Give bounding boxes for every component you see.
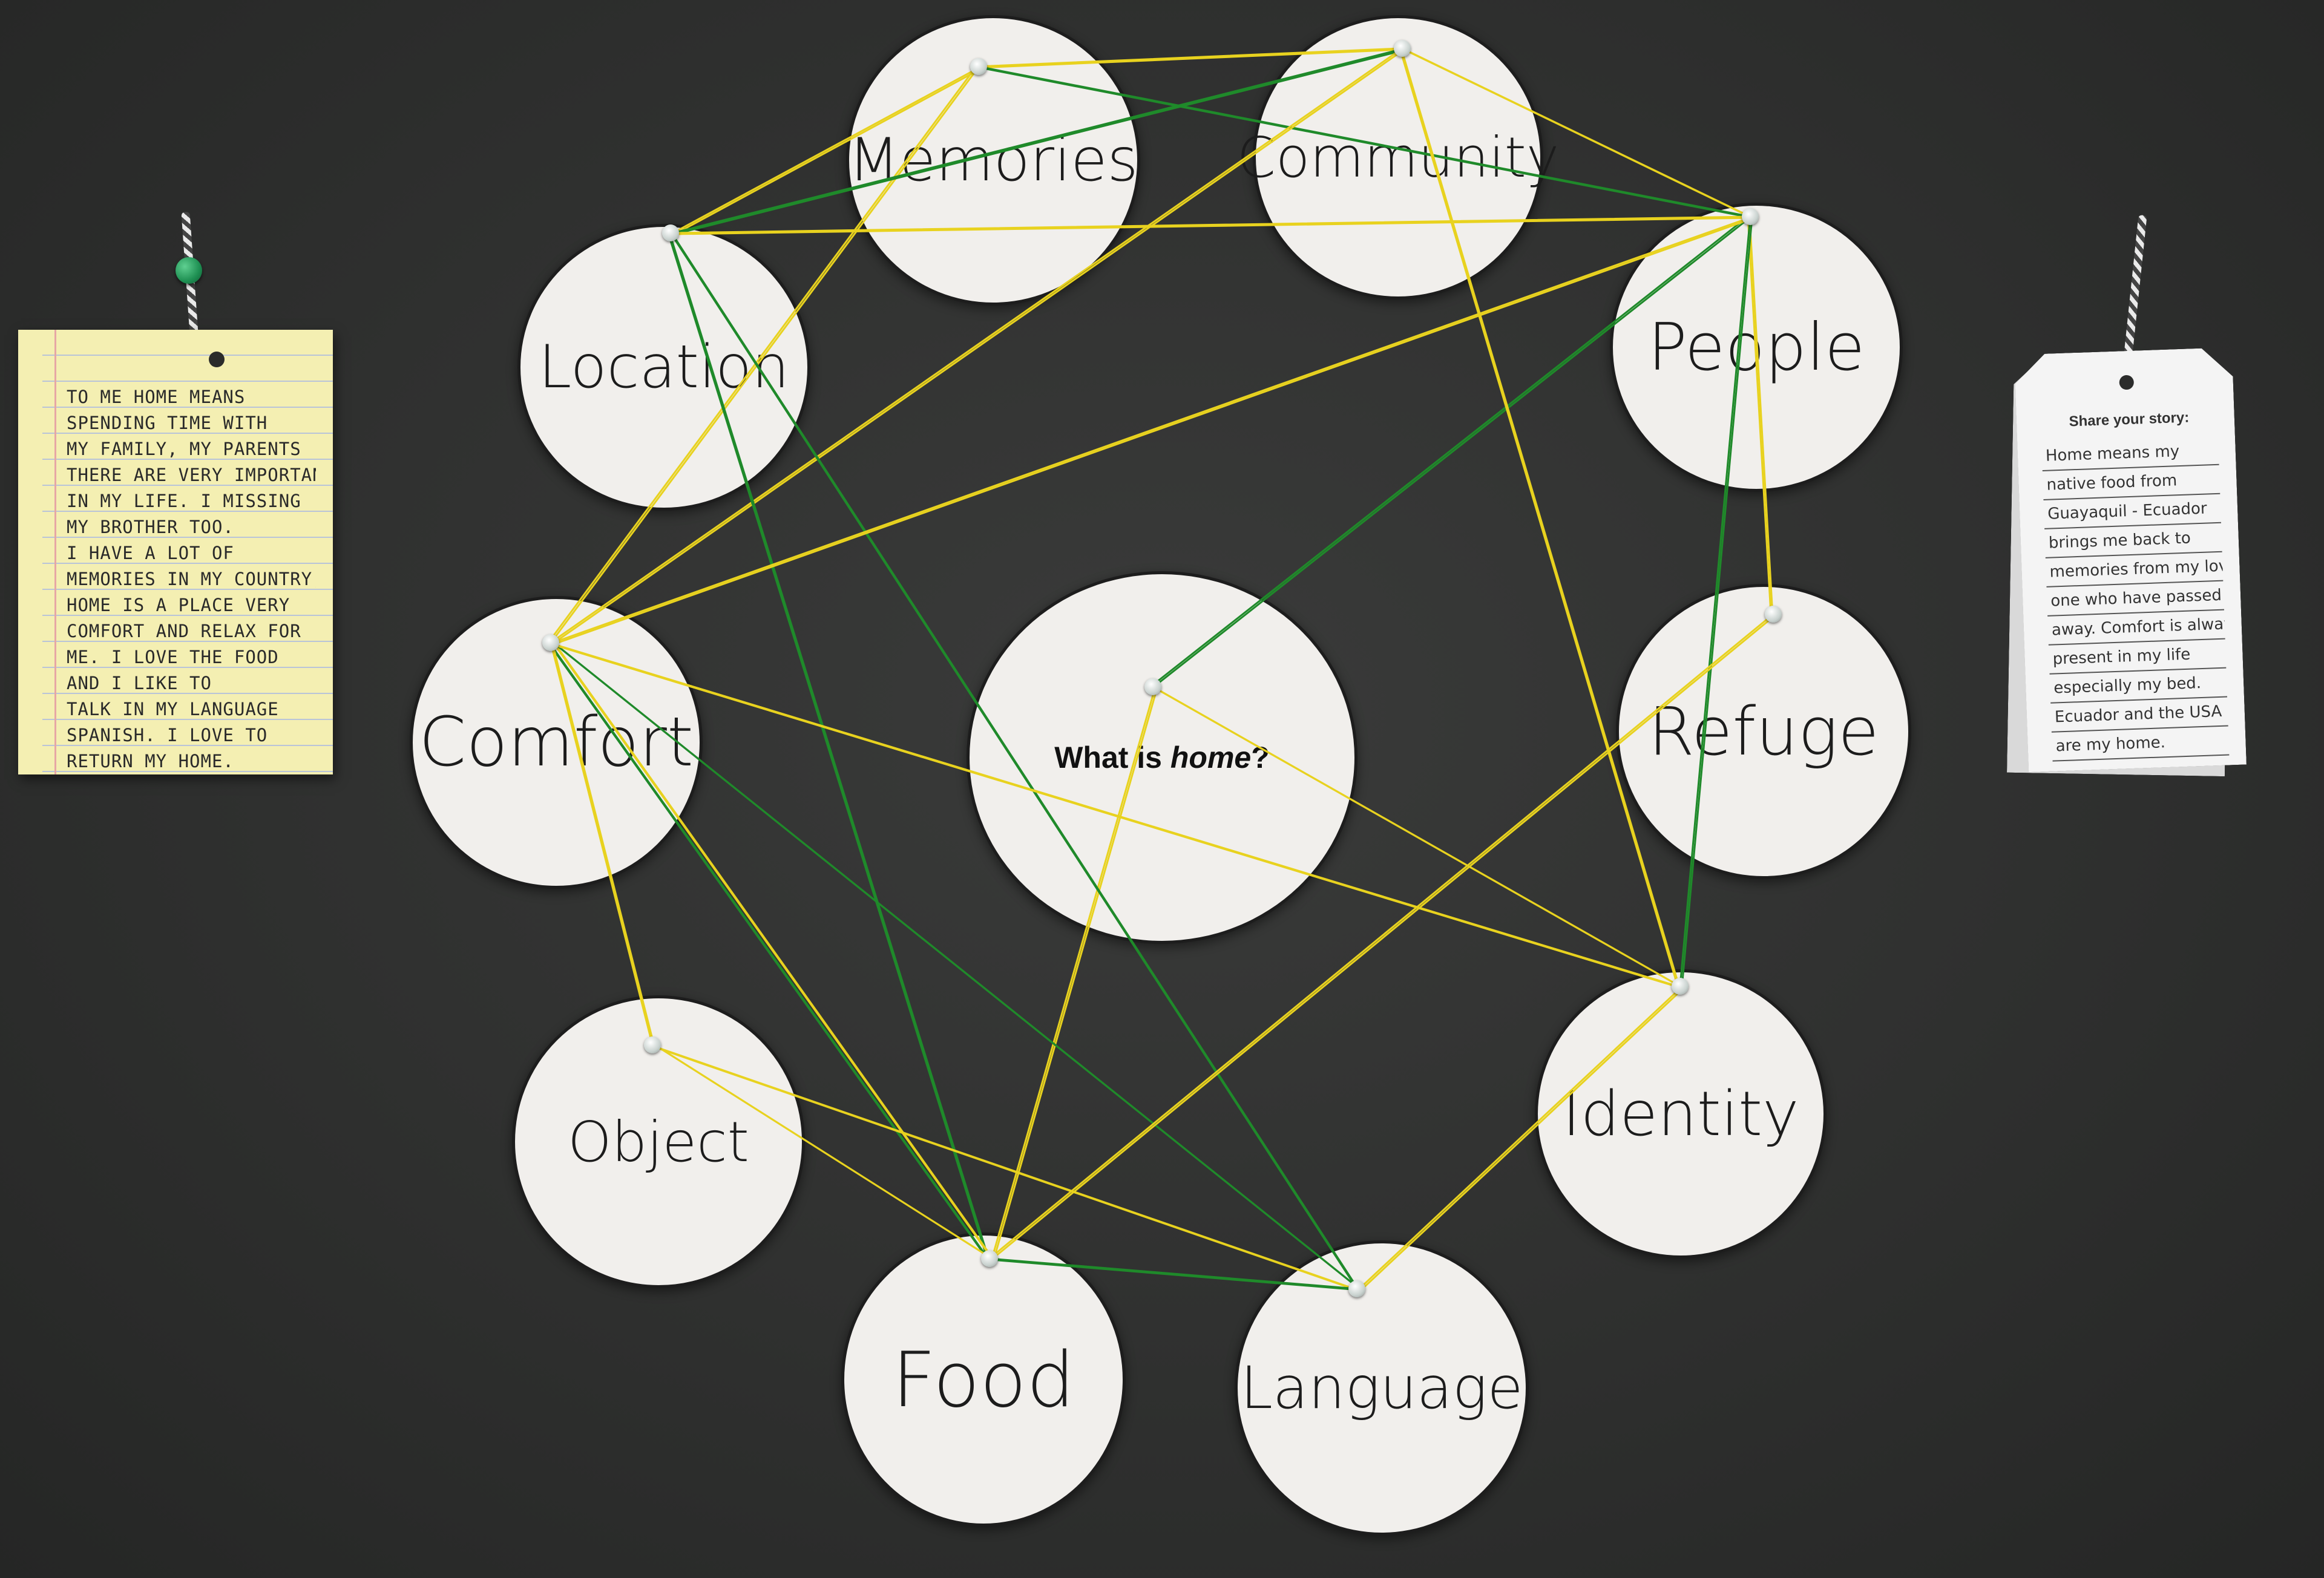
pushpin-icon xyxy=(542,634,559,651)
green-string xyxy=(667,232,988,1260)
yellow-string xyxy=(549,67,979,645)
yellow-string xyxy=(551,643,655,1047)
note-text: To me home means spending time with my fam… xyxy=(42,384,316,774)
green-string xyxy=(672,47,1406,234)
node-identity: Identity xyxy=(1535,969,1827,1259)
handwritten-line: spending time with xyxy=(67,413,268,433)
green-string xyxy=(990,1259,1360,1291)
handwritten-line: comfort and relax for xyxy=(67,621,301,641)
node-label: Identity xyxy=(1562,1078,1799,1150)
yellow-string xyxy=(554,643,995,1261)
pushpin-icon xyxy=(981,1250,998,1267)
yellow-string xyxy=(990,614,1776,1261)
node-community: Community xyxy=(1237,15,1559,300)
handwritten-line: in my life. I missing xyxy=(67,491,301,511)
yellow-string xyxy=(1360,986,1686,1291)
green-string xyxy=(1681,217,1753,989)
yellow-string xyxy=(1399,47,1679,987)
yellow-string xyxy=(1403,48,1753,219)
handwritten-line: there are very important xyxy=(67,465,316,485)
yellow-string xyxy=(674,217,1756,235)
handwritten-line: I have a lot of xyxy=(67,543,234,563)
green-string xyxy=(671,233,1360,1291)
pushpin-icon xyxy=(1765,606,1782,623)
handwritten-line: my family, my parents xyxy=(67,439,301,459)
yellow-string xyxy=(551,48,1405,645)
handwritten-line: home is a place very xyxy=(67,595,290,615)
yellow-string xyxy=(550,641,654,1046)
yellow-string xyxy=(674,67,984,235)
node-label: Community xyxy=(1236,125,1560,190)
node-location: Location xyxy=(517,224,810,511)
green-string xyxy=(979,67,1753,219)
yellow-string xyxy=(977,48,1403,69)
handwritten-line: return my home. xyxy=(67,751,234,771)
handwritten-line: talk in my language xyxy=(67,699,279,719)
center-question: What is home? xyxy=(1054,741,1270,774)
yellow-string xyxy=(1400,48,1681,989)
yellow-string xyxy=(1154,687,1683,989)
green-string xyxy=(988,1257,1358,1290)
node-refuge: Refuge xyxy=(1616,584,1911,879)
yellow-string xyxy=(1358,985,1684,1290)
node-label: Refuge xyxy=(1648,693,1879,770)
note-hole xyxy=(209,352,225,367)
handwritten-line: my brother too. xyxy=(67,517,234,537)
node-label: Food xyxy=(891,1335,1075,1424)
yellow-string xyxy=(547,65,977,644)
green-string xyxy=(1149,215,1749,688)
yellow-string xyxy=(988,613,1774,1260)
handwritten-line: spanish. I love to xyxy=(67,725,268,745)
center-circle: What is home? xyxy=(967,571,1357,944)
node-label: Language xyxy=(1240,1354,1523,1422)
pushpin-icon xyxy=(662,224,679,241)
handwritten-line: memories in my country, xyxy=(67,569,316,589)
node-label: Comfort xyxy=(419,703,694,782)
handwritten-line: and I like to xyxy=(67,673,212,693)
handwritten-line: me. I love the food xyxy=(67,647,279,667)
pushpin-icon xyxy=(1742,208,1759,225)
yellow-string xyxy=(991,686,1157,1260)
yellow-string xyxy=(1747,215,1772,615)
yellow-string xyxy=(672,215,1754,234)
handwritten-line: To me home means xyxy=(67,387,246,407)
sticky-note: To me home means spending time with my fam… xyxy=(18,330,333,774)
green-string xyxy=(1151,217,1751,689)
yellow-string xyxy=(554,217,1756,645)
node-label: Object xyxy=(568,1109,749,1174)
green-string xyxy=(674,48,1408,235)
pushpin-icon xyxy=(1348,1280,1365,1297)
node-label: Location xyxy=(538,333,790,402)
node-food: Food xyxy=(841,1233,1126,1527)
green-string xyxy=(549,643,990,1261)
yellow-string xyxy=(993,687,1158,1261)
yellow-string xyxy=(1748,217,1774,617)
green-string xyxy=(1679,215,1751,987)
yellow-string xyxy=(550,47,1403,644)
pushpin-icon xyxy=(1672,978,1689,995)
node-language: Language xyxy=(1235,1240,1529,1536)
pushpin-icon xyxy=(644,1036,661,1053)
yellow-string xyxy=(655,1045,995,1261)
green-string xyxy=(554,643,1362,1291)
yellow-string xyxy=(672,65,982,234)
yellow-string xyxy=(549,643,1681,989)
green-string xyxy=(669,233,990,1261)
yellow-string xyxy=(651,1045,1357,1291)
node-label: Memories xyxy=(848,126,1138,195)
green-thumbtack-icon xyxy=(176,257,202,284)
pushpin-icon xyxy=(1144,678,1161,695)
yellow-string xyxy=(975,47,1401,68)
pushpin-icon xyxy=(970,58,987,75)
yellow-string xyxy=(552,215,1754,644)
pushpin-icon xyxy=(1394,40,1411,57)
